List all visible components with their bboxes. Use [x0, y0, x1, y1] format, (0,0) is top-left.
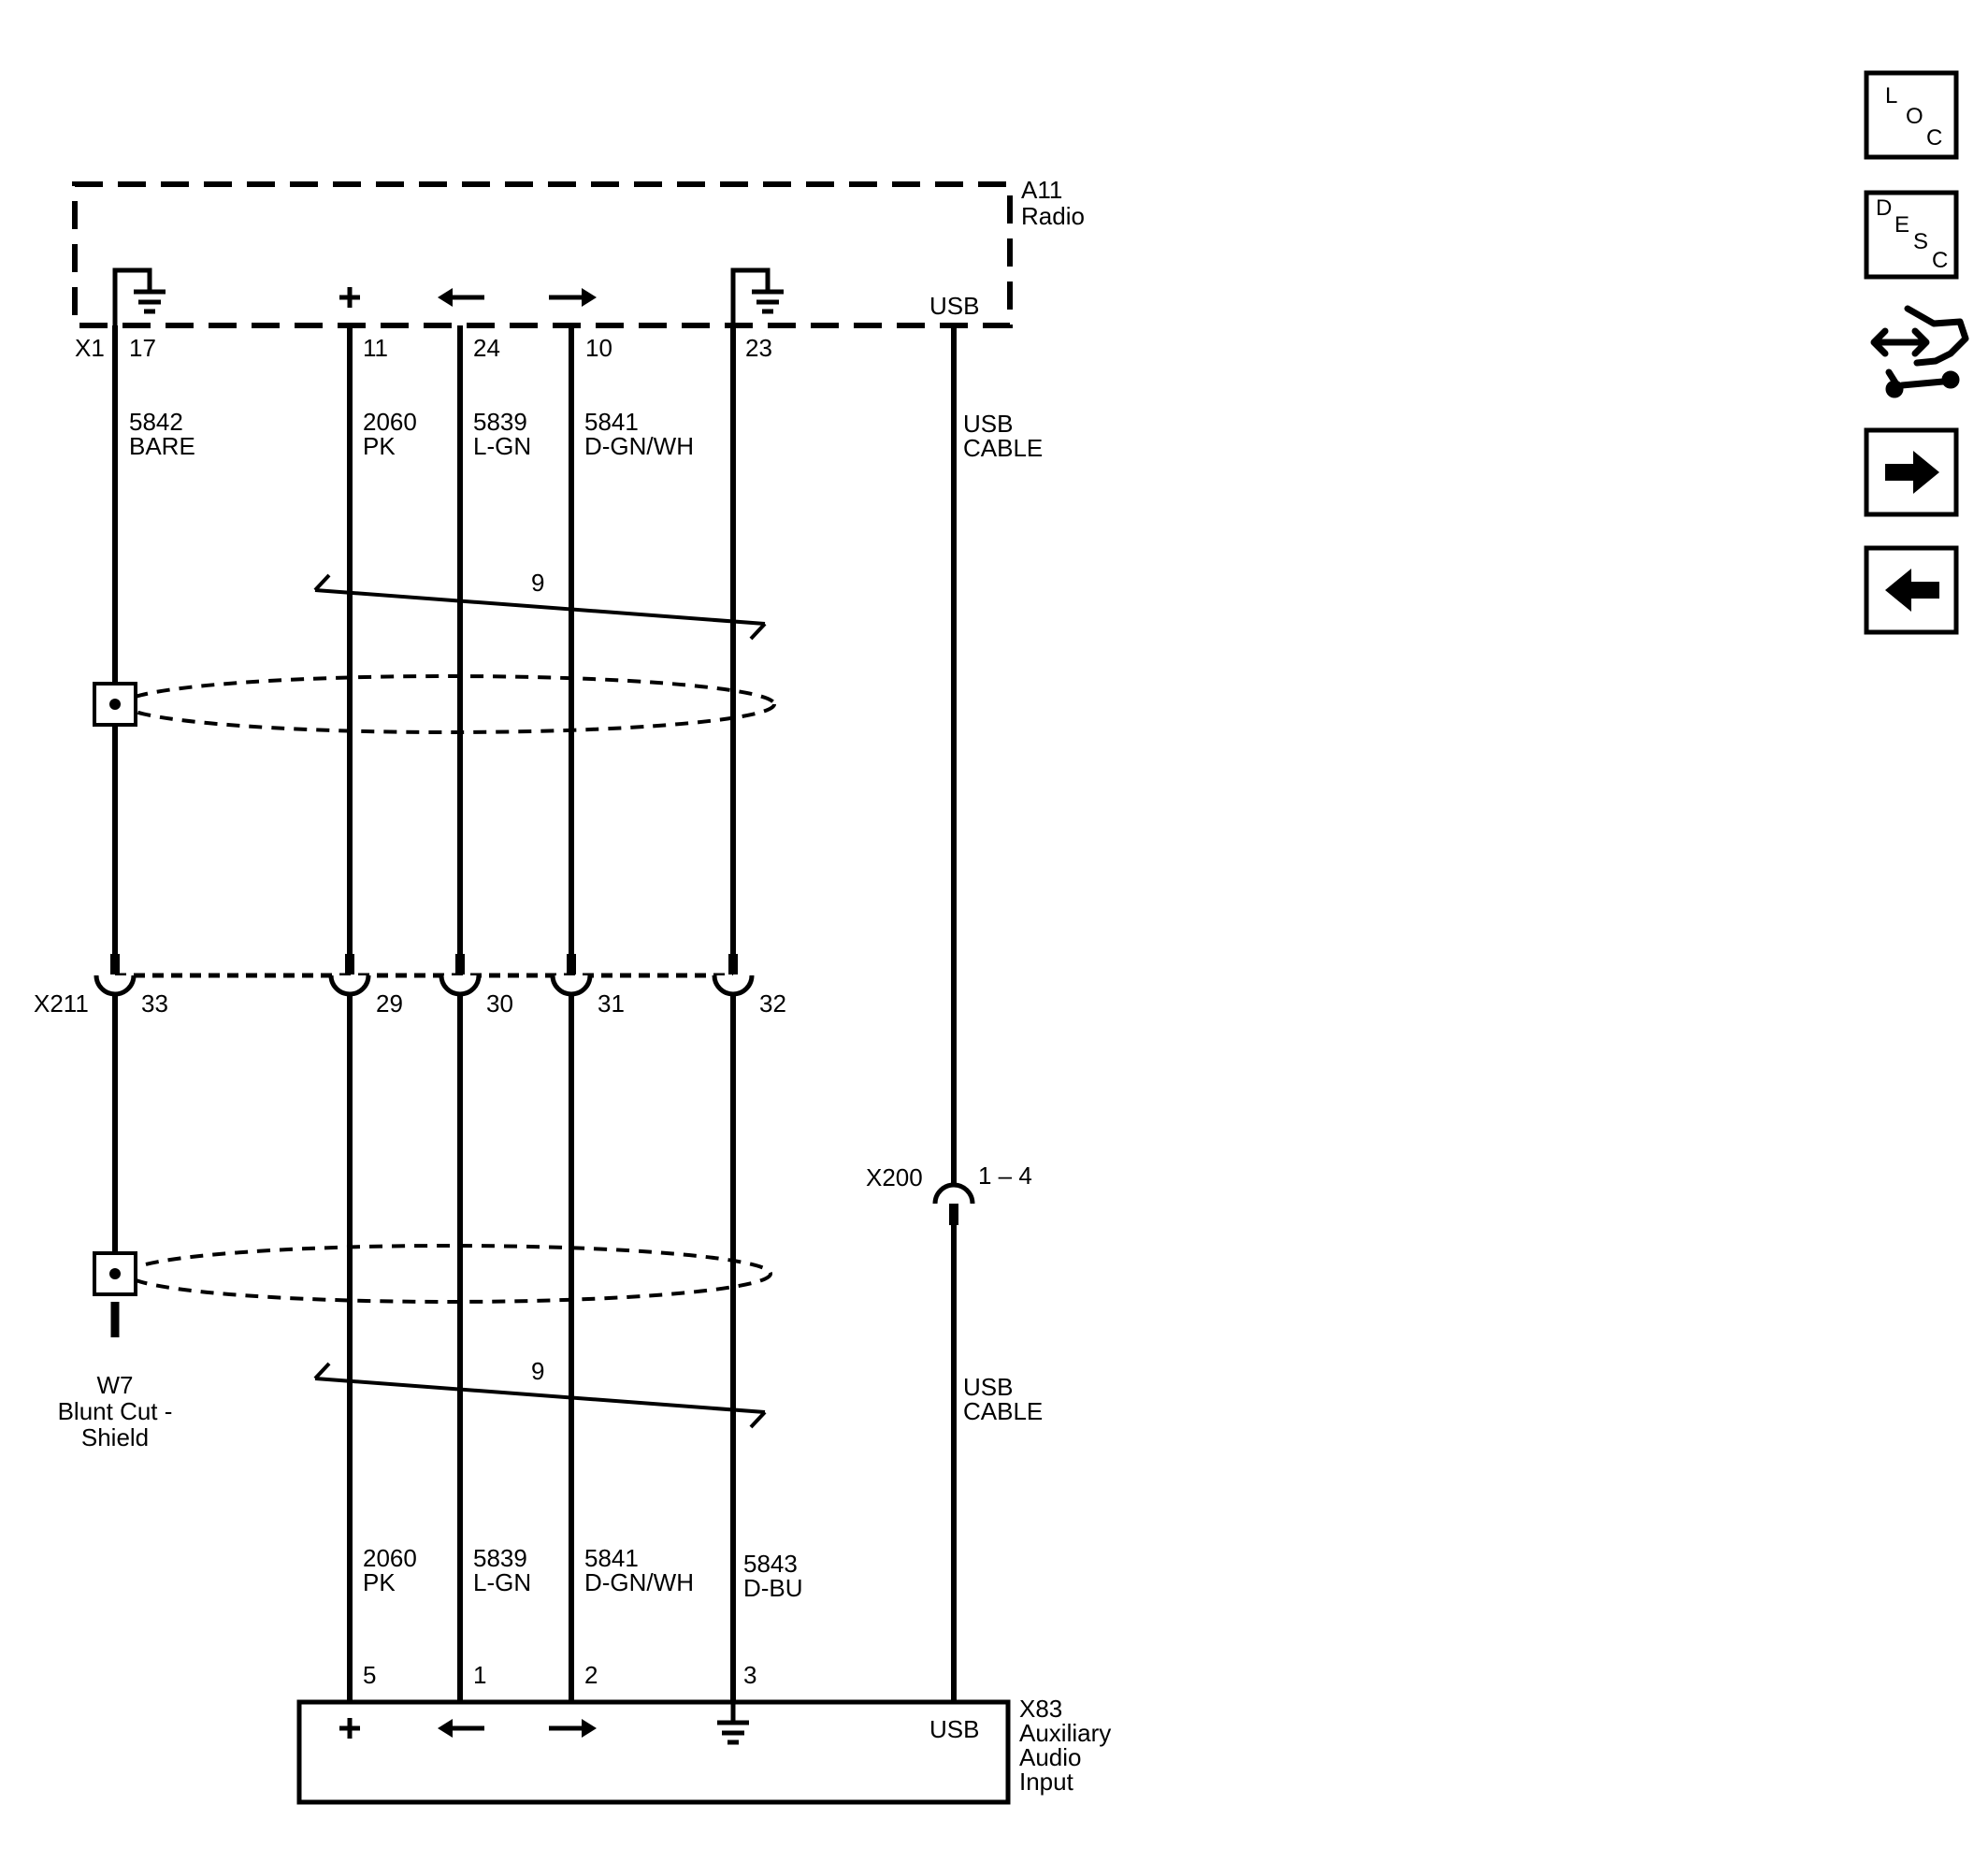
aux-name: Auxiliary [1019, 1719, 1111, 1747]
wires [110, 325, 957, 1702]
circuit-number: 5841 [584, 1544, 639, 1572]
right-arrow-icon [549, 1719, 597, 1738]
loc-button[interactable]: L O C [1864, 70, 1959, 160]
shield-id: W7 [97, 1371, 134, 1399]
twisted-pair-indicator [313, 1362, 767, 1429]
radio-name: Radio [1021, 202, 1085, 230]
previous-arrow-icon[interactable] [1864, 545, 1959, 635]
pin-number: 17 [129, 334, 156, 362]
radio-id: A11 [1021, 176, 1062, 204]
pin-number: 30 [486, 989, 513, 1018]
usb-cable-label: CABLE [963, 1397, 1043, 1425]
aux-name: Audio [1019, 1743, 1082, 1771]
circuit-number: 5839 [473, 408, 527, 436]
inline-connector-x200: X200 1 – 4 [866, 1162, 1032, 1205]
connector-id: X211 [34, 989, 89, 1018]
right-arrow-icon [549, 288, 597, 307]
wire-labels-bottom: 2060 PK 5839 L-GN 5841 D-GN/WH 5843 D-BU… [363, 1373, 1043, 1602]
wire-color: D-BU [743, 1574, 803, 1602]
wire-color: D-GN/WH [584, 1568, 694, 1596]
pin-number: 3 [743, 1661, 756, 1689]
radio-usb-label: USB [929, 292, 979, 320]
wire-color: PK [363, 432, 396, 460]
circuit-number: 5839 [473, 1544, 527, 1572]
circuit-number: 5842 [129, 408, 183, 436]
pin-number: 29 [376, 989, 403, 1018]
plus-icon [339, 1718, 360, 1739]
left-arrow-icon [438, 288, 484, 307]
desc-letter: D [1876, 195, 1892, 221]
circuit-number: 5843 [743, 1550, 798, 1578]
usb-cable-label: USB [963, 1373, 1013, 1401]
loc-letter: O [1906, 104, 1923, 129]
pin-number: 2 [584, 1661, 598, 1689]
loc-letter: C [1926, 125, 1942, 151]
connector-id: X200 [866, 1163, 923, 1191]
ground-icon [730, 267, 784, 325]
aux-usb-label: USB [929, 1715, 979, 1743]
aux-input-component: 5 1 2 3 USB X83 Auxiliary Audio Input [296, 1661, 1111, 1805]
radio-component: A11 Radio USB [72, 176, 1085, 328]
shield-bottom [93, 1244, 772, 1304]
wire-color: BARE [129, 432, 195, 460]
pin-number: 32 [759, 989, 786, 1018]
shield-label: Shield [81, 1423, 149, 1451]
pin-number: 11 [363, 334, 388, 362]
pin-number: 24 [473, 334, 500, 362]
connector-icon[interactable] [1870, 305, 1969, 398]
pin-number: 23 [745, 334, 772, 362]
pin-number: 33 [141, 989, 168, 1018]
wire-color: L-GN [473, 432, 531, 460]
ground-icon [112, 267, 166, 325]
radio-connector-label: X1 [75, 334, 105, 362]
side-nav: L O C D E S C [1864, 70, 1969, 635]
twisted-pair-indicator [313, 573, 767, 641]
pin-number: 31 [598, 989, 625, 1018]
circuit-number: 2060 [363, 1544, 417, 1572]
plus-icon [339, 287, 360, 308]
next-arrow-icon[interactable] [1864, 427, 1959, 517]
pin-number: 1 [473, 1661, 486, 1689]
left-arrow-icon [438, 1719, 484, 1738]
circuit-number: 5841 [584, 408, 639, 436]
shield-top [93, 674, 776, 734]
pin-number: 10 [585, 334, 612, 362]
desc-letter: S [1913, 229, 1928, 254]
desc-letter: E [1894, 212, 1909, 238]
usb-cable-label: CABLE [963, 434, 1043, 462]
wire-color: PK [363, 1568, 396, 1596]
terminal-stubs [110, 954, 958, 1225]
desc-button[interactable]: D E S C [1864, 190, 1959, 280]
desc-letter: C [1932, 248, 1948, 273]
aux-name: Input [1019, 1768, 1074, 1796]
wire-color: L-GN [473, 1568, 531, 1596]
shield-label: Blunt Cut - [58, 1397, 173, 1425]
radio-dashed-box [72, 181, 1013, 328]
circuit-number: 2060 [363, 408, 417, 436]
twist-count: 9 [531, 1357, 544, 1385]
loc-letter: L [1885, 83, 1897, 108]
twist-count: 9 [531, 569, 544, 597]
wire-labels-top: 5842 BARE 2060 PK 5839 L-GN 5841 D-GN/WH… [129, 408, 1043, 462]
pin-number: 5 [363, 1661, 376, 1689]
aux-input-box [296, 1699, 1011, 1805]
inline-connector-x211: X211 33 29 30 31 32 [34, 973, 786, 1018]
ground-icon [717, 1702, 749, 1745]
usb-cable-label: USB [963, 410, 1013, 438]
wire-color: D-GN/WH [584, 432, 694, 460]
pin-range: 1 – 4 [978, 1162, 1032, 1190]
aux-id: X83 [1019, 1695, 1062, 1723]
